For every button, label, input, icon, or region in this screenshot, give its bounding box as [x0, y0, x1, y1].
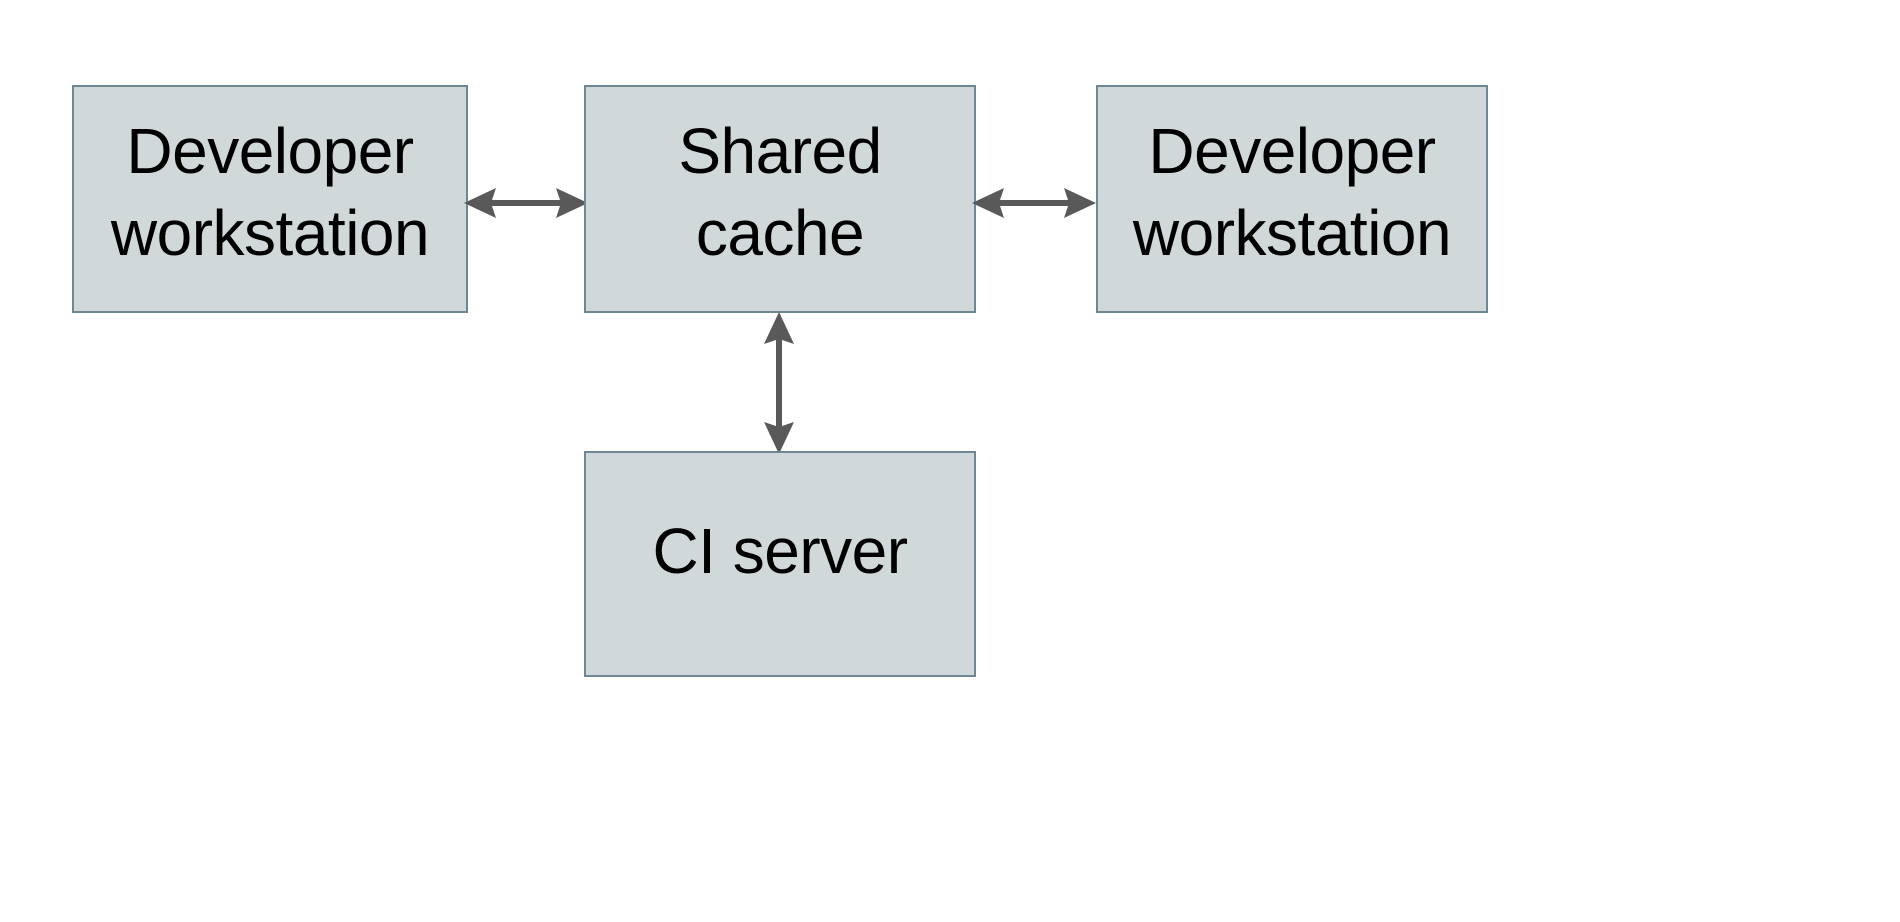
node-label: Shared cache: [678, 115, 882, 269]
edge-dev-left-to-shared-cache: [462, 180, 590, 226]
node-ci-server[interactable]: CI server: [584, 451, 976, 677]
node-label: CI server: [652, 515, 908, 588]
bidirectional-arrow-icon: [972, 188, 1096, 218]
bidirectional-arrow-icon: [464, 188, 588, 218]
node-label: Developer workstation: [1132, 115, 1452, 269]
node-shared-cache[interactable]: Shared cache: [584, 85, 976, 313]
bidirectional-arrow-icon: [764, 312, 794, 454]
edge-shared-cache-to-dev-right: [970, 180, 1098, 226]
node-developer-workstation-right[interactable]: Developer workstation: [1096, 85, 1488, 313]
node-developer-workstation-left[interactable]: Developer workstation: [72, 85, 468, 313]
node-label: Developer workstation: [110, 115, 430, 269]
edge-shared-cache-to-ci-server: [756, 310, 802, 456]
